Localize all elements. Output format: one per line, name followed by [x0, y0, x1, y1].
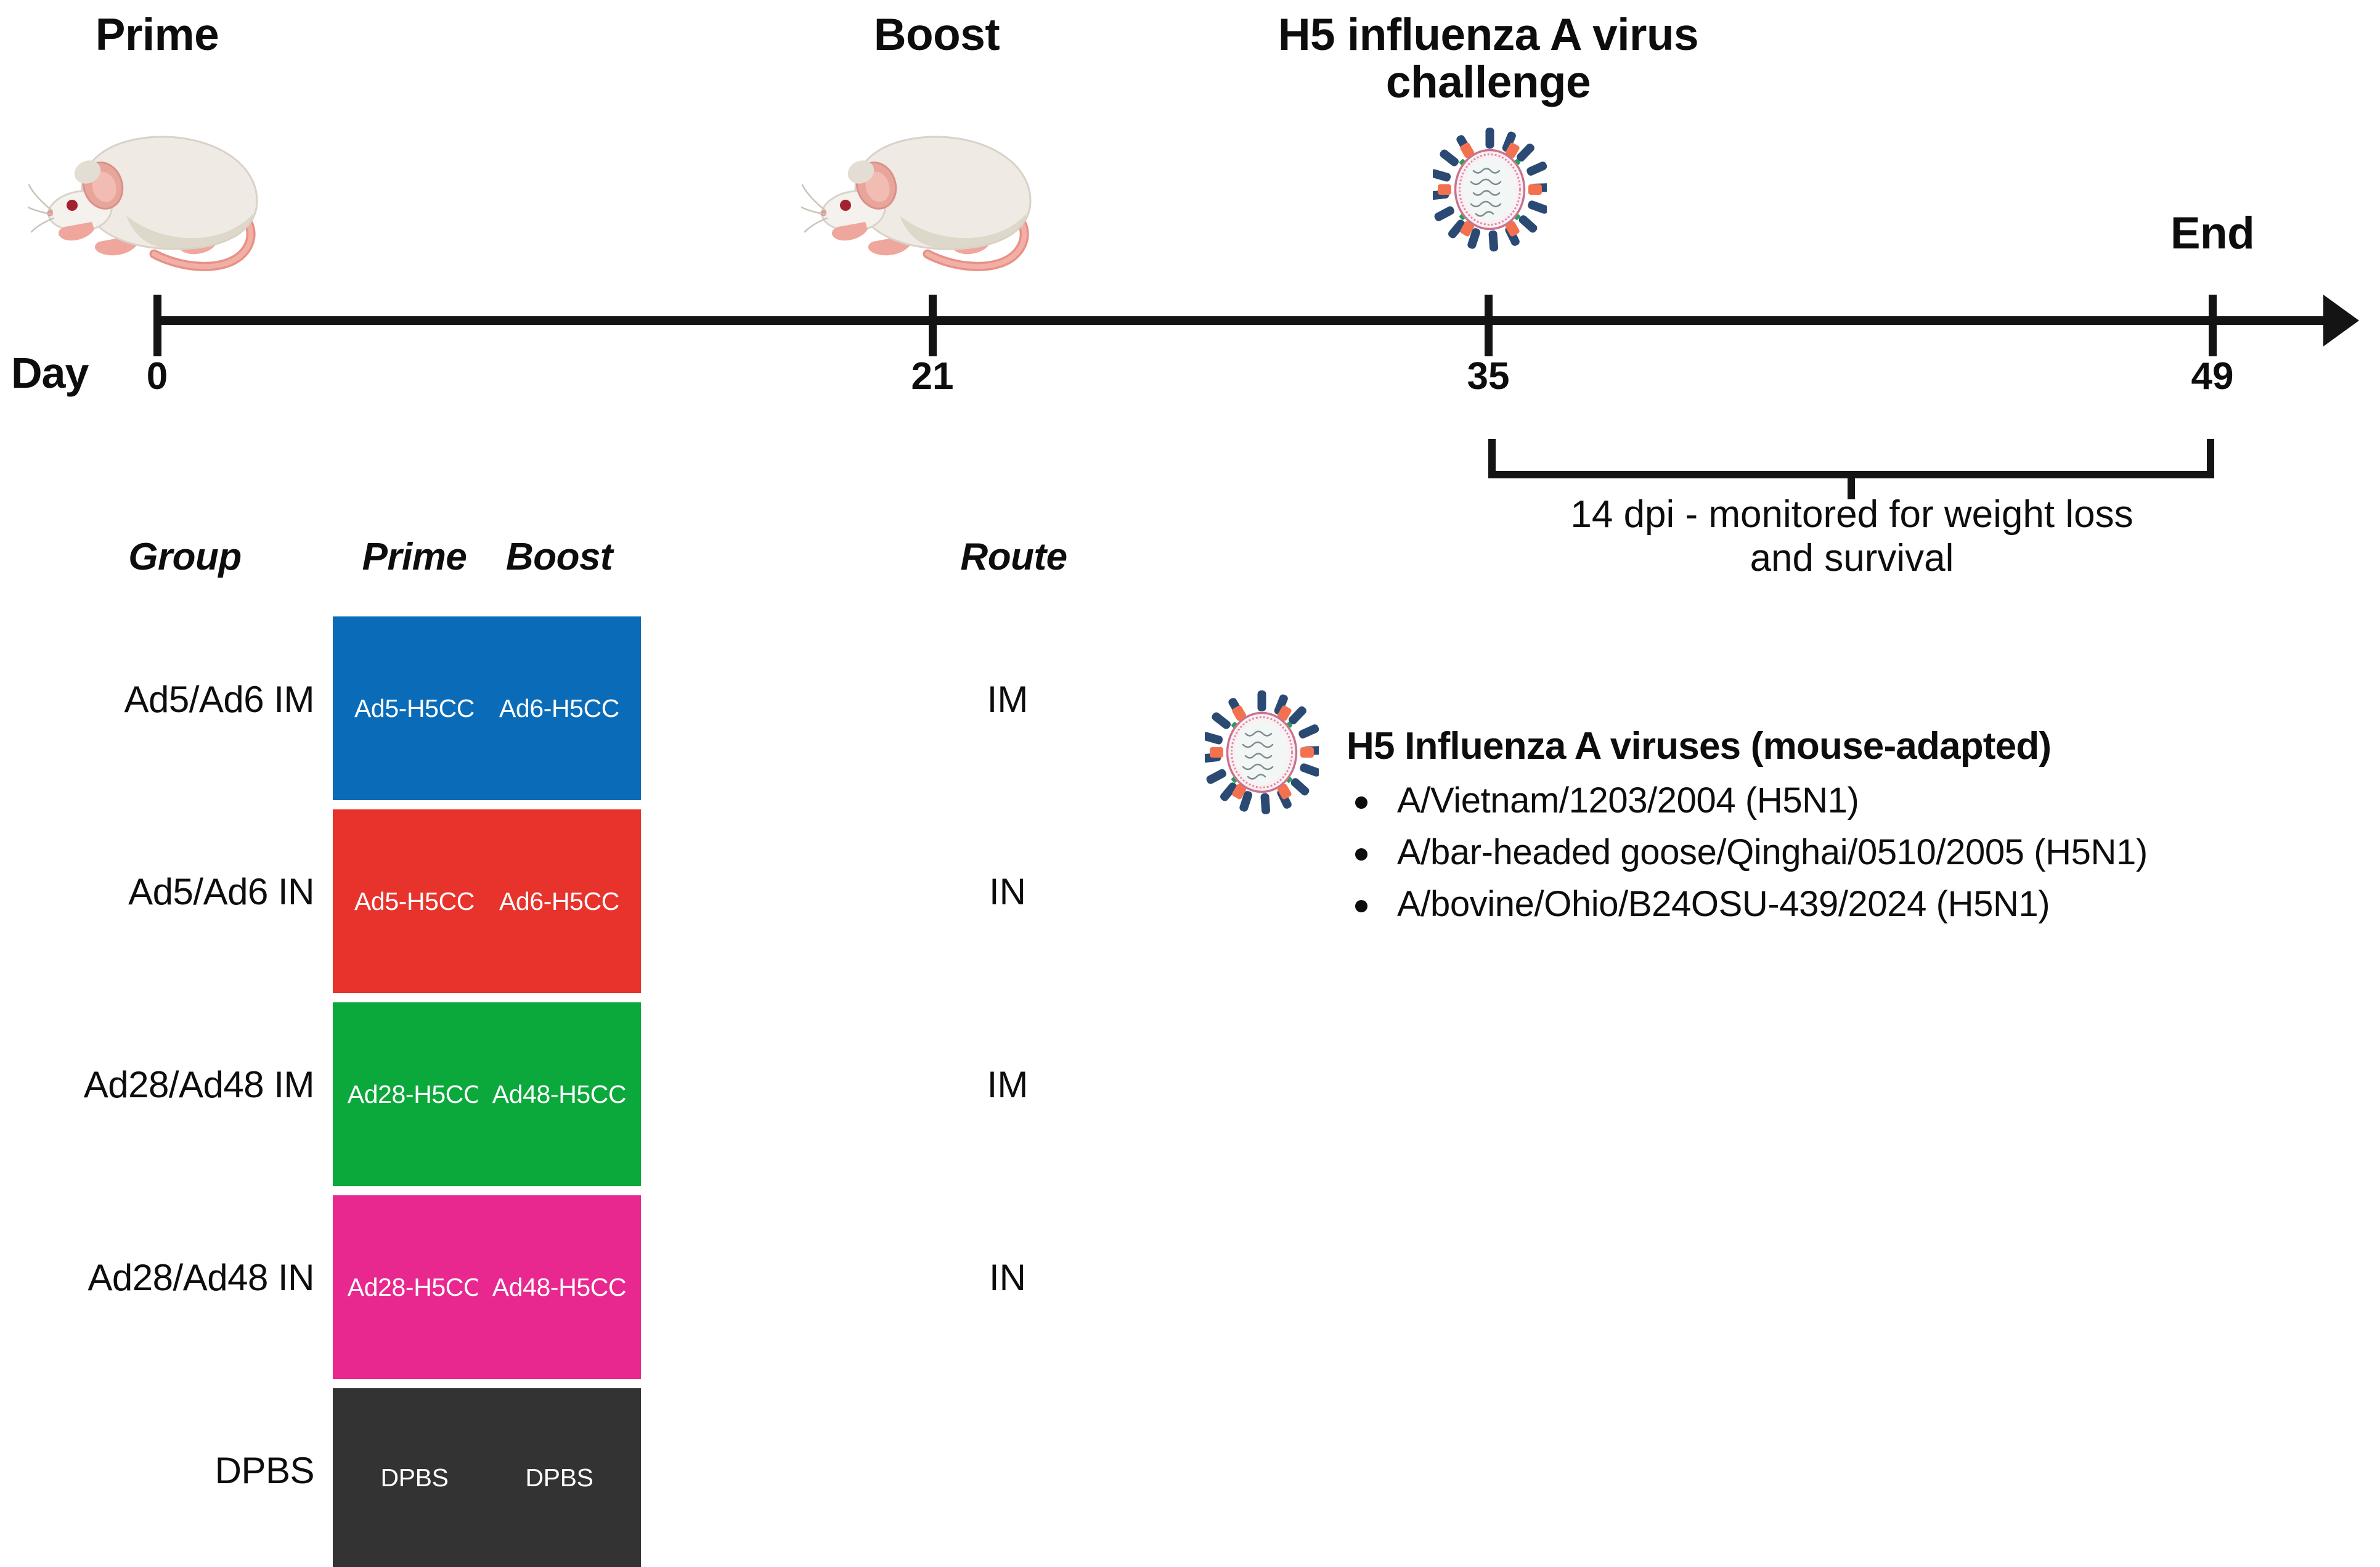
table-row-route: IN: [989, 1257, 1026, 1298]
timeline-axis: [157, 316, 2326, 325]
table-row-label: DPBS: [214, 1450, 315, 1491]
timeline-tick-day-21: [929, 295, 937, 356]
table-row-route: IN: [989, 871, 1026, 912]
bracket-stem: [1848, 475, 1855, 499]
table-row: Ad5-H5CC: [333, 616, 496, 800]
table-row-label: Ad28/Ad48 IM: [83, 1064, 315, 1105]
table-row: Ad6-H5CC: [478, 809, 641, 993]
list-item: A/bar-headed goose/Qinghai/0510/2005 (H5…: [1347, 835, 2357, 870]
influenza-virus-icon: [1200, 689, 1324, 819]
table-row-route: IM: [987, 679, 1029, 720]
bullet-icon: [1355, 900, 1367, 912]
bracket-left-end: [1488, 439, 1496, 475]
timeline-day-value-21: 21: [911, 355, 954, 398]
column-header-group: Group: [128, 536, 242, 578]
table-row-label: Ad5/Ad6 IN: [128, 871, 314, 912]
monitoring-period-caption: 14 dpi - monitored for weight loss and s…: [1454, 493, 2249, 580]
bullet-icon: [1355, 848, 1367, 861]
column-header-route: Route: [960, 536, 1067, 578]
table-row: Ad48-H5CC: [478, 1002, 641, 1186]
mouse-icon: [26, 99, 293, 280]
virus-strain-name: A/bar-headed goose/Qinghai/0510/2005 (H5…: [1397, 832, 2148, 872]
table-row: Ad6-H5CC: [478, 616, 641, 800]
mouse-icon: [800, 99, 1066, 280]
timeline-tick-day-49: [2209, 295, 2217, 356]
table-row-route: IM: [987, 1064, 1029, 1105]
virus-legend-title: H5 Influenza A viruses (mouse-adapted): [1347, 725, 2052, 767]
influenza-virus-icon: [1428, 126, 1552, 256]
timeline-day-value-0: 0: [146, 355, 168, 398]
table-row: DPBS: [478, 1388, 641, 1567]
timeline-arrowhead-icon: [2323, 295, 2359, 346]
group-table-header-row: Group Prime Boost Route: [0, 535, 1109, 578]
bracket-right-end: [2207, 439, 2214, 475]
virus-strain-name: A/Vietnam/1203/2004 (H5N1): [1397, 780, 1859, 820]
monitoring-caption-line-1: 14 dpi - monitored for weight loss: [1570, 493, 2133, 536]
table-row-label: Ad5/Ad6 IM: [124, 679, 314, 720]
virus-strain-list: A/Vietnam/1203/2004 (H5N1) A/bar-headed …: [1347, 783, 2357, 938]
table-row: Ad5-H5CC: [333, 809, 496, 993]
timeline-event-label-challenge: H5 influenza A virus challenge: [1278, 10, 1699, 108]
list-item: A/Vietnam/1203/2004 (H5N1): [1347, 783, 2357, 819]
column-header-boost: Boost: [505, 536, 613, 578]
table-row-label: Ad28/Ad48 IN: [88, 1257, 314, 1298]
timeline-event-label-boost: Boost: [873, 10, 1000, 60]
monitoring-caption-line-2: and survival: [1750, 536, 1954, 579]
timeline-event-label-prime: Prime: [95, 10, 219, 60]
timeline-day-value-35: 35: [1467, 355, 1510, 398]
table-row: Ad48-H5CC: [478, 1195, 641, 1379]
list-item: A/bovine/Ohio/B24OSU-439/2024 (H5N1): [1347, 886, 2357, 922]
virus-strain-name: A/bovine/Ohio/B24OSU-439/2024 (H5N1): [1397, 884, 2050, 924]
timeline-tick-day-35: [1485, 295, 1493, 356]
day-axis-label: Day: [11, 349, 89, 397]
bullet-icon: [1355, 796, 1367, 809]
monitoring-period-bracket: [1488, 439, 2214, 499]
table-row: Ad28-H5CC: [333, 1195, 496, 1379]
table-row: Ad28-H5CC: [333, 1002, 496, 1186]
table-row: DPBS: [333, 1388, 496, 1567]
column-header-prime: Prime: [362, 536, 467, 578]
timeline-tick-day-0: [153, 295, 161, 356]
timeline-event-label-end: End: [2170, 208, 2255, 258]
timeline-day-value-49: 49: [2191, 355, 2234, 398]
